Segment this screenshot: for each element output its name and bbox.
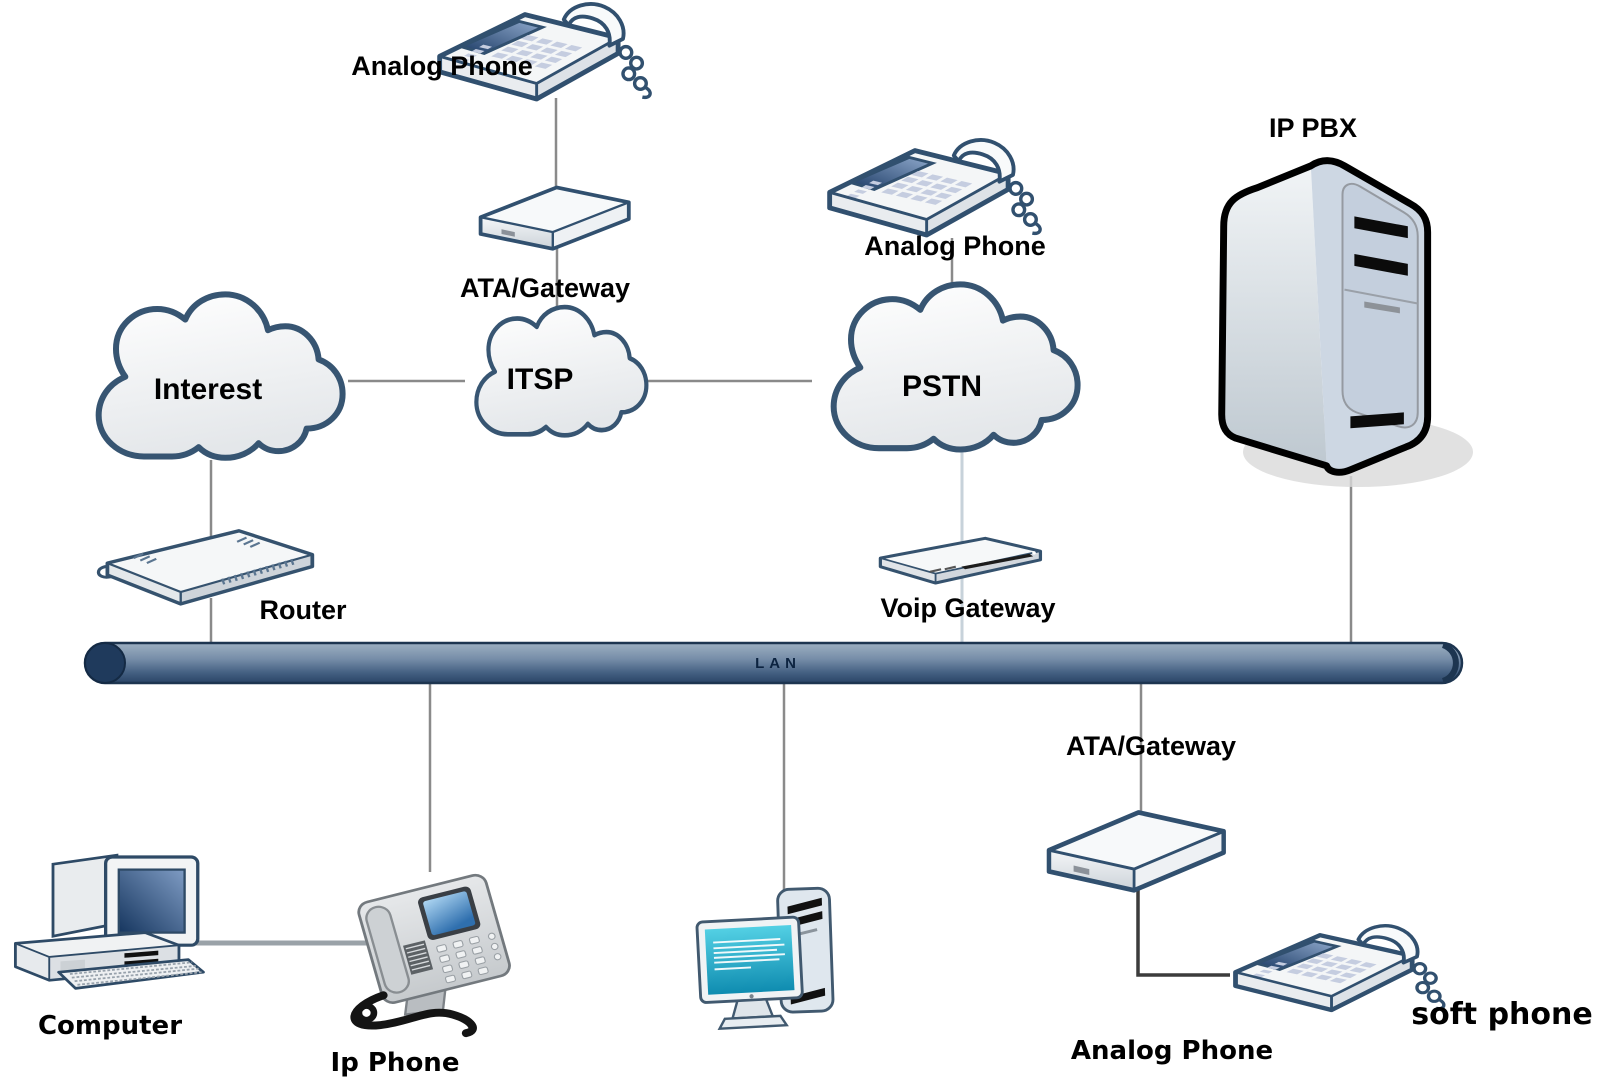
ata-gateway-top-icon	[478, 185, 631, 251]
ip-phone-icon	[355, 873, 518, 1033]
lan-bus	[83, 641, 1464, 685]
internet-cloud-label: Interest	[153, 373, 263, 406]
router-label: Router	[259, 595, 347, 625]
pstn-cloud-label: PSTN	[901, 370, 983, 403]
ip-pbx-label: IP PBX	[1268, 113, 1358, 143]
lan-left-cap	[84, 642, 126, 684]
itsp-cloud-label: ITSP	[506, 363, 574, 396]
ip-pbx-server-icon	[1222, 161, 1428, 473]
lan-label: LAN	[755, 655, 801, 672]
ata-gateway-bottom-label: ATA/Gateway	[1065, 731, 1237, 761]
pstn-cloud-icon	[834, 284, 1078, 449]
ata-gateway-bottom-icon	[1049, 812, 1224, 890]
voip-gateway-icon	[878, 536, 1043, 585]
voip-gateway-label: Voip Gateway	[880, 593, 1056, 623]
link-lines	[209, 98, 1353, 892]
computer-label: Computer	[37, 1011, 183, 1041]
analog-phone-bottom-label: Analog Phone	[1070, 1036, 1274, 1066]
soft-phone-label: soft phone	[1411, 997, 1593, 1032]
ip-phone-label: Ip Phone	[330, 1048, 460, 1078]
analog-phone-top-label: Analog Phone	[351, 51, 533, 81]
link-atabottom-analogbottom	[1136, 890, 1230, 977]
analog-phone-middle-label: Analog Phone	[864, 231, 1046, 261]
ata-gateway-top-label: ATA/Gateway	[459, 273, 631, 303]
computer-icon	[13, 853, 206, 991]
analog-phone-middle-icon	[830, 140, 1041, 235]
router-icon	[98, 531, 312, 604]
workstation-icon	[695, 886, 835, 1032]
